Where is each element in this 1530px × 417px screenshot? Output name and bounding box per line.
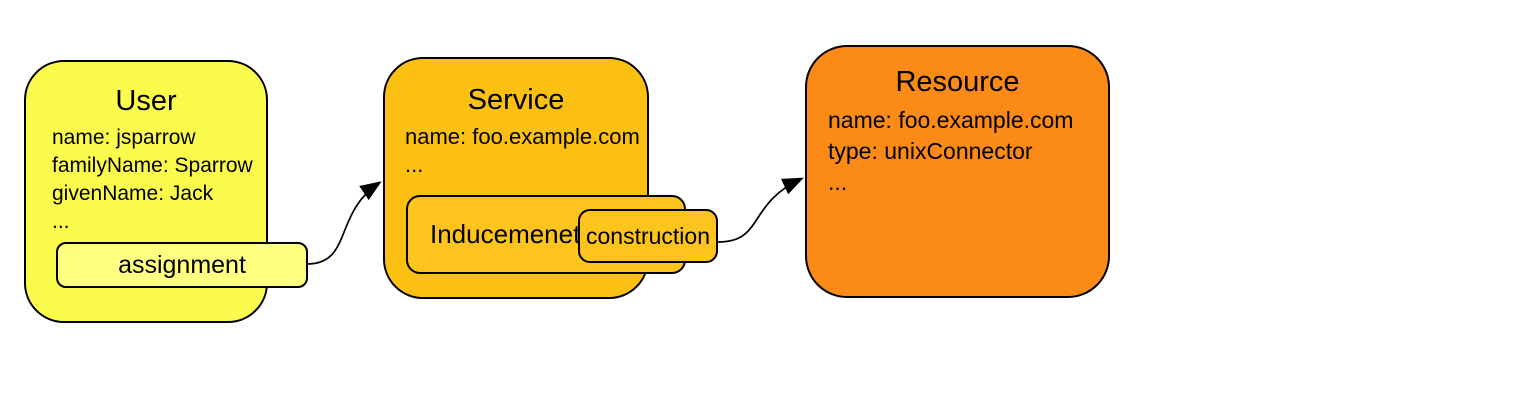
node-service-attribute: ... xyxy=(405,152,424,177)
node-user-title: User xyxy=(115,85,177,117)
node-construction: construction xyxy=(578,209,718,263)
node-resource-title: Resource xyxy=(895,66,1020,98)
node-inducement-label: Inducemenet xyxy=(430,219,581,249)
edge-construction-to-resource xyxy=(717,177,804,243)
node-user-attribute: familyName: Sparrow xyxy=(52,154,253,177)
node-resource-attribute: ... xyxy=(828,169,848,195)
node-assignment-label: assignment xyxy=(118,250,246,279)
node-user-attribute: givenName: Jack xyxy=(52,182,214,205)
node-construction-label: construction xyxy=(585,222,710,249)
node-service-attributes: name: foo.example.com ... xyxy=(385,123,647,179)
node-resource-attribute: type: unixConnector xyxy=(828,138,1033,164)
node-resource-attribute: name: foo.example.com xyxy=(828,107,1074,133)
node-user-attributes: name: jsparrow familyName: Sparrow given… xyxy=(26,124,266,236)
node-service-title: Service xyxy=(467,84,565,116)
node-resource: Resource name: foo.example.com type: uni… xyxy=(805,45,1110,298)
node-service-attribute: name: foo.example.com xyxy=(405,124,640,149)
node-resource-attributes: name: foo.example.com type: unixConnecto… xyxy=(807,105,1108,198)
node-assignment: assignment xyxy=(56,242,308,288)
edge-assignment-to-service xyxy=(307,181,382,265)
node-user-attribute: name: jsparrow xyxy=(52,126,196,149)
node-user-attribute: ... xyxy=(52,210,70,233)
